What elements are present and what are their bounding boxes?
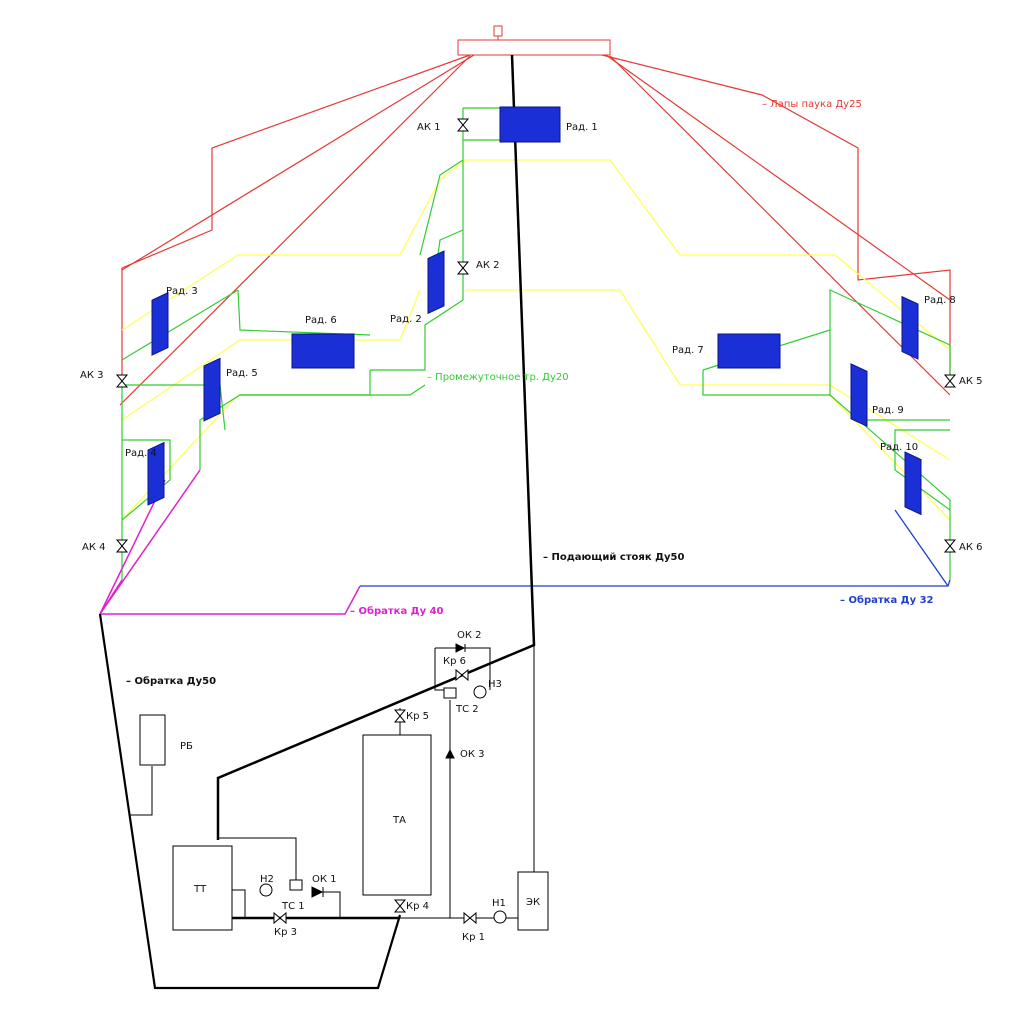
label-tc-1: ТС 1 [281,901,305,912]
return-32-line [360,509,951,587]
label-ek: ЭК [526,897,540,908]
label-n3: Н3 [488,679,502,690]
label-radiator-3: Рад. 3 [166,286,198,297]
label-radiator-7: Рад. 7 [672,345,704,356]
label-tt: ТТ [193,884,207,895]
label-n2: Н2 [260,874,274,885]
label-ok-1: ОК 1 [312,874,337,885]
tt-box [172,845,233,931]
radiator-5 [203,357,221,422]
supply-riser-line [216,54,536,840]
spider-legs-lines [119,54,951,406]
label-ok-2: ОК 2 [457,630,482,641]
radiator-8 [901,295,919,360]
return-40-line [99,469,361,615]
label-kr-5: Кр 5 [406,711,429,722]
label-ok-3: ОК 3 [460,749,485,760]
legend-return-50: – Обратка Ду50 [126,675,216,687]
label-ta: ТА [392,815,406,826]
legend-return-32: – Обратка Ду 32 [840,594,934,606]
expansion-tank [457,25,611,56]
radiator-10 [904,451,922,516]
label-ak-2: АК 2 [476,260,499,271]
legend-intermediate: – Промежуточное тр. Ду20 [427,372,569,383]
label-radiator-5: Рад. 5 [226,368,258,379]
label-radiator-10: Рад. 10 [880,442,918,453]
intermediate-lines [121,107,951,580]
label-radiator-6: Рад. 6 [305,315,337,326]
label-radiator-4: Рад. 4 [125,448,157,459]
label-ak-5: АК 5 [959,376,982,387]
fitting-symbols [115,118,957,925]
radiator-7 [717,333,781,369]
legend-return-40: – Обратка Ду 40 [350,605,444,617]
radiator-3 [151,291,169,356]
legend-spider: – Лапы паука Ду25 [762,99,862,110]
label-kr-6: Кр 6 [443,656,466,667]
ek-box [517,871,549,931]
label-radiator-9: Рад. 9 [872,405,904,416]
label-radiator-2: Рад. 2 [390,314,422,325]
radiator-2 [427,250,445,315]
radiator-9 [850,363,868,428]
label-n1: Н1 [492,898,506,909]
radiator-1 [499,106,561,143]
rb-box [139,714,166,766]
label-tc-2: ТС 2 [455,704,479,715]
label-kr-1: Кр 1 [462,932,485,943]
radiator-4 [147,441,165,506]
label-ak-6: АК 6 [959,542,982,553]
label-ak-3: АК 3 [80,370,103,381]
label-radiator-8: Рад. 8 [924,295,956,306]
radiator-6 [291,333,355,369]
label-ak-1: АК 1 [417,122,440,133]
label-rb: РБ [180,741,193,752]
label-kr-4: Кр 4 [406,901,429,912]
ta-box [362,734,432,896]
label-ak-4: АК 4 [82,542,105,553]
legend-supply-riser: – Подающий стояк Ду50 [543,552,684,563]
label-radiator-1: Рад. 1 [566,122,598,133]
yellow-lines [121,159,951,521]
label-kr-3: Кр 3 [274,927,297,938]
return-50-line [98,613,402,990]
